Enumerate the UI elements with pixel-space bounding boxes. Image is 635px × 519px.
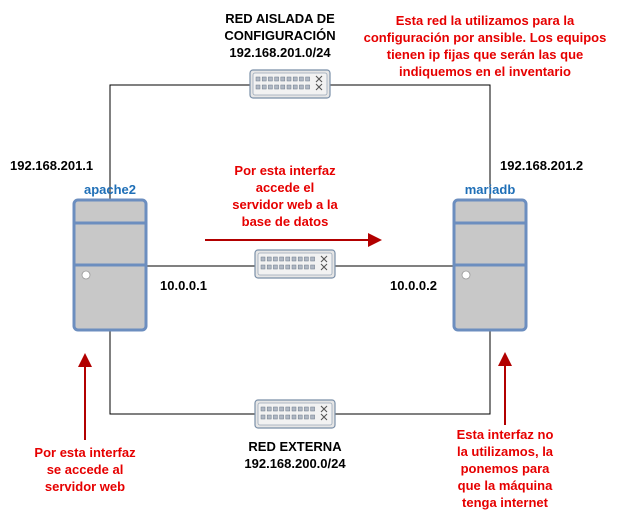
- switch-port-icon: [279, 256, 284, 262]
- switch-port-icon: [286, 76, 292, 82]
- switch-port-icon: [280, 84, 286, 90]
- switch-port-icon: [286, 84, 292, 90]
- switch-port-icon: [273, 264, 278, 270]
- switch-port-icon: [268, 76, 273, 82]
- switch-port-icon: [274, 84, 279, 90]
- external-network-subnet: 192.168.200.0/24: [244, 456, 346, 471]
- switch-port-icon: [299, 76, 304, 82]
- mariadb-host-name: mariadb: [464, 182, 516, 197]
- switch-port-icon: [266, 406, 272, 412]
- switch-port-icon: [297, 406, 303, 412]
- switch-port-icon: [274, 76, 279, 82]
- switch-internal: [254, 249, 336, 279]
- switch-port-icon: [292, 76, 298, 82]
- server-mariadb: [452, 198, 528, 332]
- cable-config-mariadb: [330, 84, 491, 200]
- switch-port-icon: [285, 406, 291, 412]
- switch-port-icon: [279, 264, 284, 270]
- switch-port-icon: [292, 84, 298, 90]
- switch-port-icon: [297, 264, 303, 270]
- switch-port-icon: [266, 256, 272, 262]
- external-network-name: RED EXTERNA: [248, 439, 342, 454]
- server-apache2: [72, 198, 148, 332]
- switch-port-icon: [304, 264, 309, 270]
- switch-port-icon: [299, 84, 304, 90]
- apache-internal-ip: 10.0.0.1: [160, 278, 207, 293]
- switch-port-icon: [260, 256, 266, 262]
- switch-port-icon: [291, 406, 297, 412]
- cables: [109, 84, 491, 415]
- switch-port-icon: [266, 264, 272, 270]
- switch-port-icon: [291, 414, 297, 420]
- switch-port-icon: [305, 76, 310, 82]
- switch-port-icon: [255, 84, 261, 90]
- switch-port-icon: [310, 264, 315, 270]
- switch-port-icon: [279, 414, 284, 420]
- switch-port-icon: [261, 76, 267, 82]
- switch-port-icon: [285, 256, 291, 262]
- switch-port-icon: [304, 256, 309, 262]
- switch-port-icon: [268, 84, 273, 90]
- switch-config: [249, 69, 331, 99]
- cable-external-mariadb: [335, 330, 491, 415]
- mariadb-internal-ip: 10.0.0.2: [390, 278, 437, 293]
- switch-port-icon: [280, 76, 286, 82]
- switch-port-icon: [255, 76, 261, 82]
- switch-port-icon: [260, 264, 266, 270]
- switch-port-icon: [260, 406, 266, 412]
- switch-external: [254, 399, 336, 429]
- switch-port-icon: [304, 406, 309, 412]
- apache-external-note: Por esta interfaz se accede al servidor …: [34, 445, 136, 494]
- arrows: [78, 233, 512, 440]
- switch-port-icon: [310, 256, 315, 262]
- power-led-icon: [81, 270, 91, 280]
- switch-port-icon: [273, 414, 278, 420]
- switch-port-icon: [310, 414, 315, 420]
- switch-port-icon: [261, 84, 267, 90]
- mariadb-config-ip: 192.168.201.2: [500, 158, 584, 173]
- switch-port-icon: [297, 256, 303, 262]
- switch-port-icon: [304, 414, 309, 420]
- mariadb-external-note: Esta interfaz no la utilizamos, la ponem…: [456, 427, 554, 510]
- switch-port-icon: [297, 414, 303, 420]
- switch-port-icon: [266, 414, 272, 420]
- apache-config-ip: 192.168.201.1: [10, 158, 94, 173]
- switch-port-icon: [273, 256, 278, 262]
- switch-port-icon: [260, 414, 266, 420]
- config-network-name: RED AISLADA DE CONFIGURACIÓN: [224, 11, 336, 43]
- apache-host-name: apache2: [83, 182, 137, 197]
- switch-port-icon: [285, 414, 291, 420]
- switch-port-icon: [273, 406, 278, 412]
- switch-port-icon: [291, 264, 297, 270]
- switch-port-icon: [291, 256, 297, 262]
- internal-network-note: Por esta interfaz accede el servidor web…: [232, 163, 338, 229]
- config-network-subnet: 192.168.201.0/24: [229, 45, 331, 60]
- power-led-icon: [461, 270, 471, 280]
- switch-port-icon: [310, 406, 315, 412]
- config-network-note: Esta red la utilizamos para la configura…: [363, 13, 607, 79]
- switch-port-icon: [279, 406, 284, 412]
- switch-port-icon: [285, 264, 291, 270]
- switch-port-icon: [305, 84, 310, 90]
- cable-external-apache: [109, 330, 255, 415]
- cable-config-apache: [109, 84, 250, 200]
